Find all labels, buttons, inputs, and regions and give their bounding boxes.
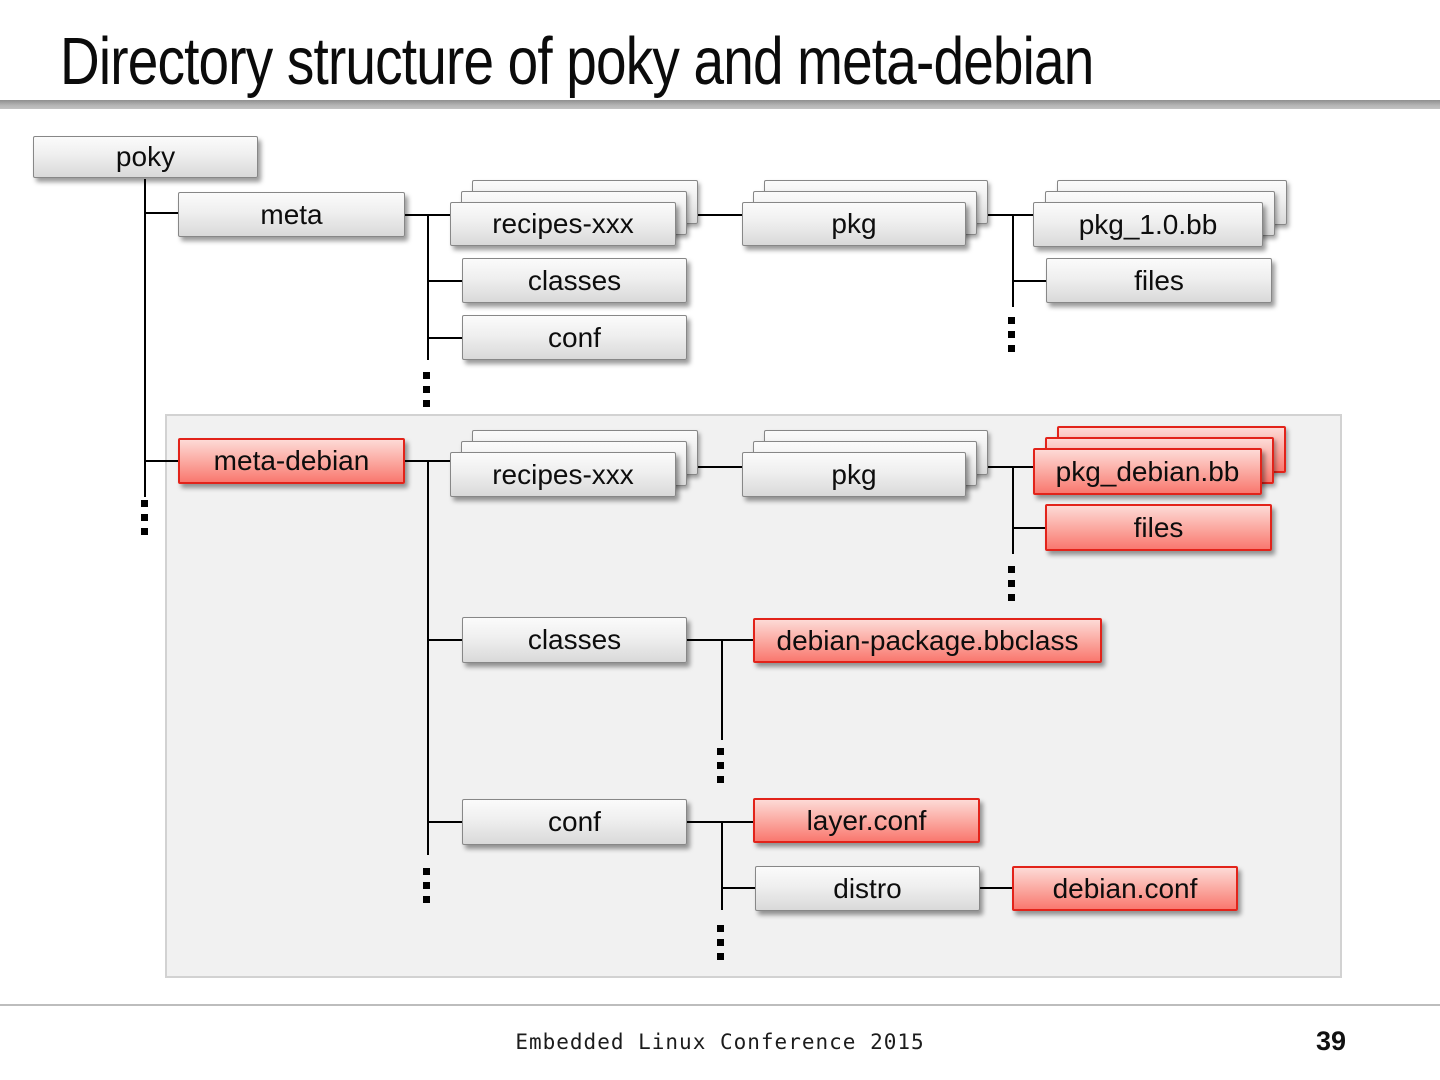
connector-poky-metadebian (144, 460, 178, 462)
ellipsis-metadebian-more (423, 868, 430, 903)
connector-meta-trunk (427, 214, 429, 360)
ellipsis-conf-more (717, 925, 724, 960)
connector-classes-trunk (721, 639, 723, 740)
footer-divider (0, 1004, 1440, 1006)
ellipsis-pkgdebian-more (1008, 566, 1015, 601)
connector-distro-debianconf (980, 887, 1012, 889)
node-md-layerconf: layer.conf (753, 798, 980, 843)
page-number: 39 (1315, 1026, 1346, 1056)
node-md-pkg: pkg (742, 452, 966, 497)
connector-recipes2-pkg2 (676, 466, 742, 468)
node-meta-recipes: recipes-xxx (450, 202, 676, 246)
slide-title: Directory structure of poky and meta-deb… (60, 24, 1094, 99)
connector-pkg2-pkgdebian (966, 466, 1033, 468)
connector-poky-meta (144, 212, 178, 214)
connector-poky-trunk (144, 179, 146, 497)
node-meta-classes: classes (462, 258, 687, 303)
node-md-distro: distro (755, 866, 980, 911)
node-meta-files: files (1046, 258, 1272, 303)
ellipsis-meta-more (423, 372, 430, 407)
connector-pkgbb-files (1012, 280, 1046, 282)
connector-conf-layerconf (687, 821, 753, 823)
node-md-files: files (1045, 504, 1272, 551)
connector-pkgdebian-files (1012, 527, 1045, 529)
node-meta-pkg: pkg (742, 202, 966, 246)
connector-classes-bbclass (687, 639, 753, 641)
node-md-bbclass: debian-package.bbclass (753, 618, 1102, 663)
connector-metadebian-trunk (427, 460, 429, 855)
connector-recipes-pkg (676, 214, 742, 216)
node-md-recipes: recipes-xxx (450, 452, 676, 497)
connector-meta-classes (427, 280, 462, 282)
connector-metadebian-classes (427, 639, 462, 641)
node-md-debianconf: debian.conf (1012, 866, 1238, 911)
footer-conference-label: Embedded Linux Conference 2015 (515, 1030, 925, 1054)
connector-pkgdebian-trunk (1012, 466, 1014, 554)
node-poky: poky (33, 136, 258, 178)
node-md-conf: conf (462, 799, 687, 845)
node-md-classes: classes (462, 617, 687, 663)
connector-meta-conf (427, 337, 462, 339)
node-meta-conf: conf (462, 315, 687, 360)
connector-pkgbb-trunk (1012, 214, 1014, 307)
connector-metadebian-conf (427, 821, 462, 823)
connector-conf-trunk (721, 821, 723, 910)
node-meta-debian: meta-debian (178, 438, 405, 484)
title-divider (0, 100, 1440, 109)
node-md-pkgbb: pkg_debian.bb (1033, 448, 1262, 495)
node-meta-pkgbb: pkg_1.0.bb (1033, 202, 1263, 247)
node-meta: meta (178, 192, 405, 237)
ellipsis-poky-more (141, 500, 148, 535)
ellipsis-classes-more (717, 748, 724, 783)
connector-pkg-pkgbb (966, 214, 1033, 216)
connector-conf-distro (721, 887, 755, 889)
ellipsis-pkgbb-more (1008, 317, 1015, 352)
